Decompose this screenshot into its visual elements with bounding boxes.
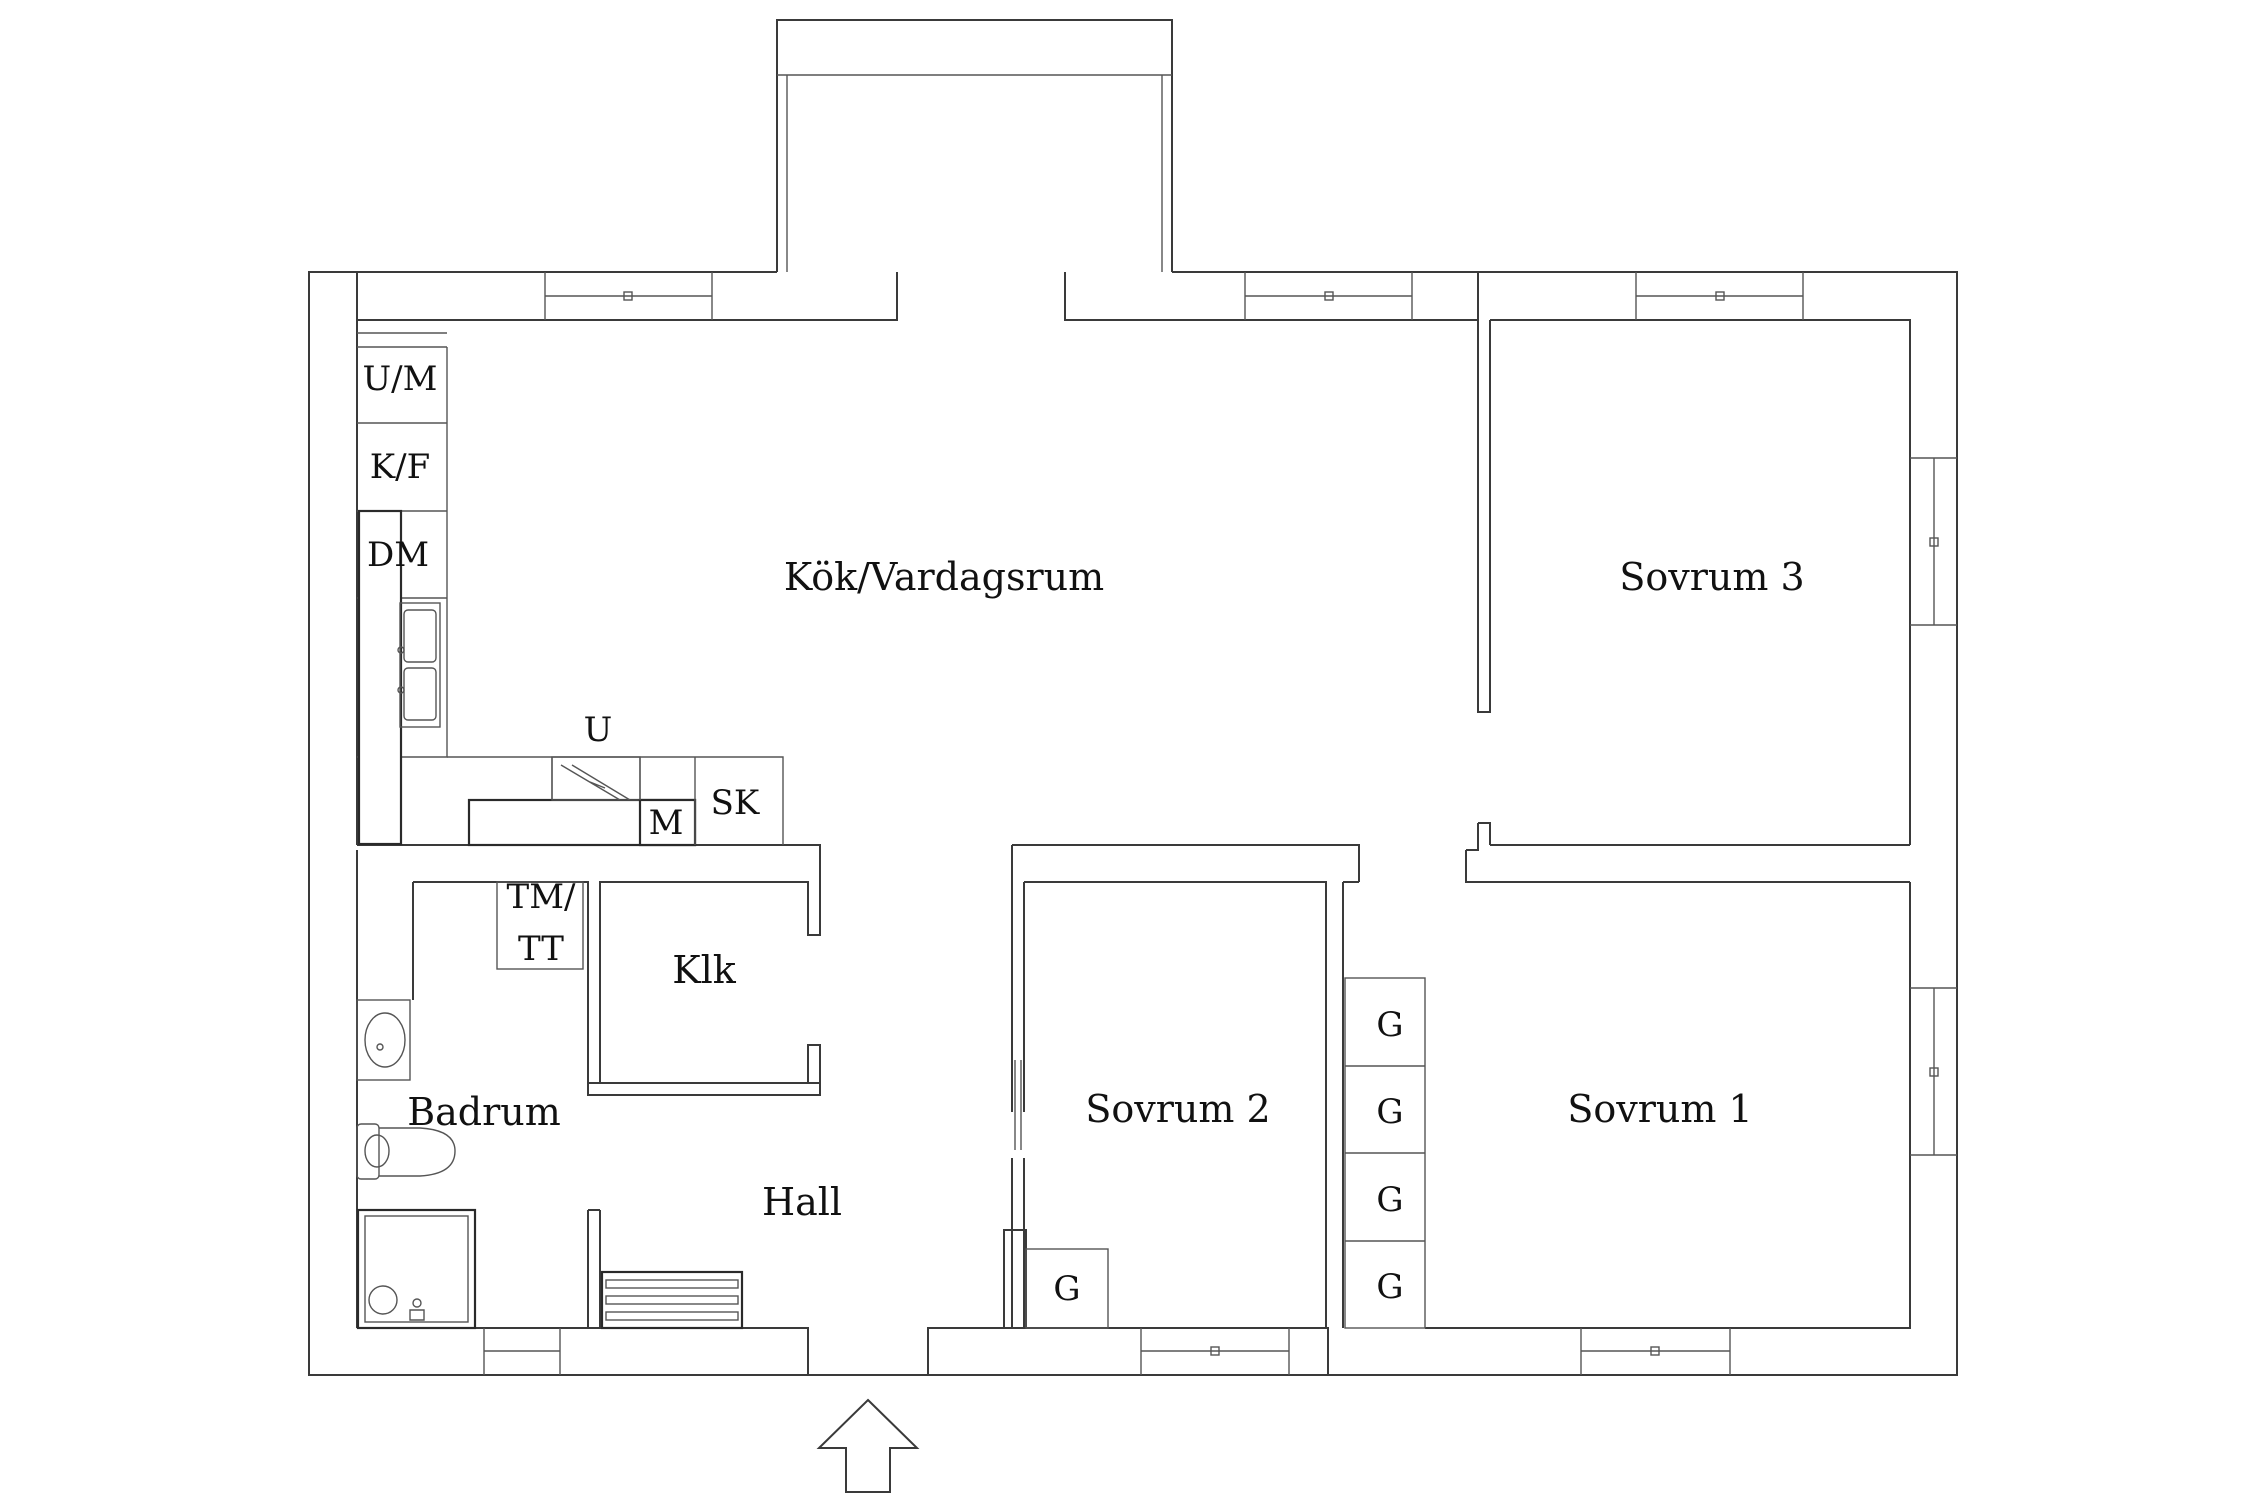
- outer-walls: [308, 271, 1958, 1376]
- radiator-icon: [600, 1270, 744, 1330]
- room-label-bedroom-1: Sovrum 1: [1567, 1087, 1752, 1131]
- entrance-arrow-icon: [816, 1398, 920, 1493]
- room-label-kitchen-living: Kök/Vardagsrum: [784, 555, 1104, 599]
- windows: [483, 272, 1957, 1375]
- room-label-closet: Klk: [672, 948, 737, 992]
- fixture-label-m: M: [649, 803, 684, 843]
- shower-icon: [356, 1208, 477, 1330]
- room-label-bedroom-3: Sovrum 3: [1619, 555, 1804, 599]
- wardrobe-label: G: [1376, 1267, 1403, 1307]
- kitchen-fixtures: [357, 332, 784, 847]
- room-label-hall: Hall: [762, 1180, 842, 1224]
- fixture-label-tm: TM/: [507, 877, 576, 917]
- fixture-label-sk: SK: [711, 783, 760, 823]
- room-label-bedroom-2: Sovrum 2: [1085, 1087, 1270, 1131]
- wardrobes: [1025, 977, 1426, 1329]
- fixture-label-dm: DM: [367, 535, 429, 575]
- sink-icon: [356, 999, 411, 1081]
- fixture-label-tt: TT: [518, 929, 564, 969]
- wardrobe-label: G: [1376, 1092, 1403, 1132]
- wardrobe-label: G: [1376, 1005, 1403, 1045]
- fixture-label-kf: K/F: [370, 447, 430, 487]
- bathroom-fixtures: [356, 881, 584, 1330]
- fixture-label-u: U: [584, 710, 613, 750]
- toilet-icon: [356, 1123, 456, 1180]
- room-label-bathroom: Badrum: [407, 1090, 561, 1134]
- fixture-label-um: U/M: [363, 359, 438, 399]
- wardrobe-label: G: [1053, 1269, 1080, 1309]
- sink-icon: [397, 602, 441, 728]
- interior-walls: [356, 320, 1910, 1329]
- balcony: [776, 19, 1173, 272]
- wardrobe-label: G: [1376, 1180, 1403, 1220]
- sliding-door: [1014, 1060, 1022, 1150]
